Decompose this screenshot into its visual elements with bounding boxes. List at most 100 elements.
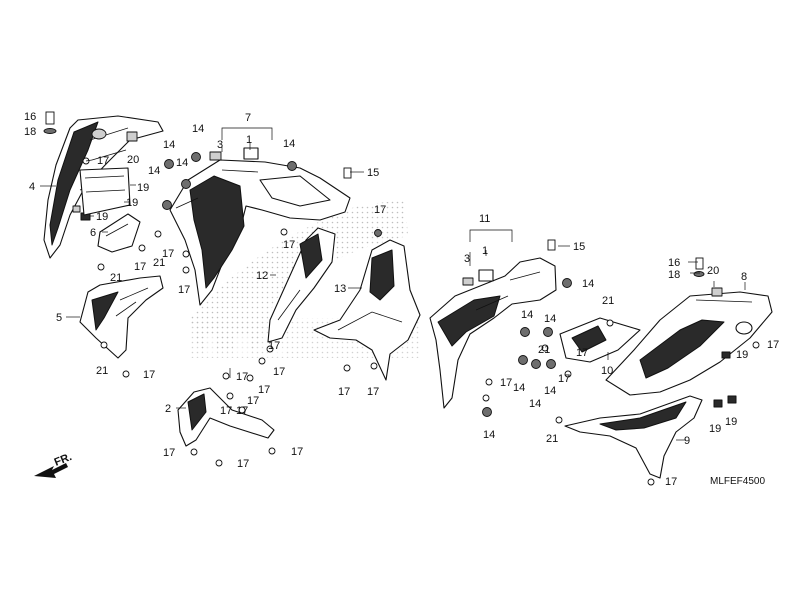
part-20-clip-right — [711, 287, 723, 297]
callout-19: 19 — [96, 211, 108, 223]
part-7-center-cowl — [169, 159, 351, 306]
part-12-inner-panel — [267, 227, 336, 343]
callout-21: 21 — [546, 433, 558, 445]
callout-21: 21 — [153, 257, 165, 269]
callout-labels: 16 18 4 17 20 14 7 3 1 14 14 14 14 15 19… — [24, 111, 779, 488]
callout-17: 17 — [247, 395, 259, 407]
callout-17: 17 — [163, 447, 175, 459]
callout-11: 11 — [479, 213, 490, 225]
part-1-emblem-a — [243, 147, 259, 160]
callout-17: 17 — [134, 261, 146, 273]
callout-17: 17 — [291, 446, 303, 458]
callout-19: 19 — [137, 182, 149, 194]
callout-14: 14 — [163, 139, 175, 151]
svg-text:FR.: FR. — [53, 451, 74, 469]
front-direction-arrow: FR. — [34, 451, 74, 478]
callout-17: 17 — [258, 384, 270, 396]
callout-17: 17 — [143, 369, 155, 381]
callout-17: 17 — [178, 284, 190, 296]
part-4-inner-panel — [79, 167, 131, 216]
part-15-bolt-b — [547, 239, 556, 251]
callout-14: 14 — [192, 123, 204, 135]
callout-17: 17 — [374, 204, 386, 216]
part-3-badge-b — [462, 277, 474, 286]
callout-17: 17 — [367, 386, 379, 398]
callout-1: 1 — [482, 245, 488, 257]
callout-14: 14 — [148, 165, 160, 177]
callout-14: 14 — [483, 429, 495, 441]
callout-6: 6 — [90, 227, 96, 239]
part-20-clip — [126, 131, 138, 142]
part-14-grommets-left — [162, 152, 297, 210]
callout-17: 17 — [558, 373, 570, 385]
callout-13: 13 — [334, 283, 346, 295]
callout-8: 8 — [741, 271, 747, 283]
callout-17: 17 — [237, 458, 249, 470]
callout-4: 4 — [29, 181, 35, 193]
callout-17: 17 — [220, 405, 232, 417]
callout-3: 3 — [464, 253, 470, 265]
part-1-emblem-b — [478, 269, 494, 282]
callout-17: 17 — [767, 339, 779, 351]
part-8-side-cowl — [605, 291, 773, 396]
part-14-grommets-right — [482, 278, 572, 417]
part-3-badge-a — [209, 151, 222, 161]
callout-3: 3 — [217, 139, 223, 151]
part-16-bolt-left — [43, 111, 57, 134]
callout-17: 17 — [338, 386, 350, 398]
callout-7: 7 — [245, 112, 251, 124]
callout-19: 19 — [709, 423, 721, 435]
callout-14: 14 — [513, 382, 525, 394]
part-16-bolt-right — [695, 257, 704, 270]
callout-12: 12 — [256, 270, 268, 282]
callout-21: 21 — [96, 365, 108, 377]
callout-17: 17 — [273, 366, 285, 378]
callout-21: 21 — [602, 295, 614, 307]
part-19-clips-right — [713, 351, 737, 408]
callout-17: 17 — [576, 347, 588, 359]
callout-17: 17 — [268, 340, 280, 352]
callout-10: 10 — [601, 365, 613, 377]
callout-19: 19 — [725, 416, 737, 428]
callout-16: 16 — [668, 257, 680, 269]
callout-14: 14 — [521, 309, 533, 321]
diagram-code: MLFEF4500 — [710, 476, 765, 487]
callout-2: 2 — [165, 403, 171, 415]
callout-14: 14 — [582, 278, 594, 290]
callout-15: 15 — [367, 167, 379, 179]
callout-15: 15 — [573, 241, 585, 253]
part-9-lower-cowl — [564, 395, 703, 479]
part-2-lower-cover — [177, 387, 275, 447]
leader-lines — [40, 127, 746, 441]
part-13-center-panel — [313, 239, 421, 381]
callout-14: 14 — [529, 398, 541, 410]
part-15-bolt-a — [343, 167, 352, 179]
callout-17: 17 — [236, 405, 248, 417]
callout-14: 14 — [176, 157, 188, 169]
callout-9: 9 — [684, 435, 690, 447]
callout-21: 21 — [538, 344, 550, 356]
callout-20: 20 — [707, 265, 719, 277]
callout-21: 21 — [110, 272, 122, 284]
callout-17: 17 — [162, 248, 174, 260]
callout-20: 20 — [127, 154, 139, 166]
part-17-fasteners — [82, 157, 760, 486]
callout-17: 17 — [665, 476, 677, 488]
part-17-fastener-13top — [374, 229, 382, 237]
callout-14: 14 — [283, 138, 295, 150]
callout-18: 18 — [668, 269, 680, 281]
callout-19: 19 — [126, 197, 138, 209]
callout-18: 18 — [24, 126, 36, 138]
callout-16: 16 — [24, 111, 36, 123]
callout-14: 14 — [544, 385, 556, 397]
callout-17: 17 — [236, 371, 248, 383]
callout-17: 17 — [97, 155, 109, 167]
callout-19: 19 — [736, 349, 748, 361]
part-5-side-inner-cover — [79, 275, 164, 359]
part-11-right-cowl — [429, 257, 557, 409]
callout-14: 14 — [544, 313, 556, 325]
callout-17: 17 — [500, 377, 512, 389]
callout-17: 17 — [283, 239, 295, 251]
callout-1: 1 — [246, 134, 252, 146]
